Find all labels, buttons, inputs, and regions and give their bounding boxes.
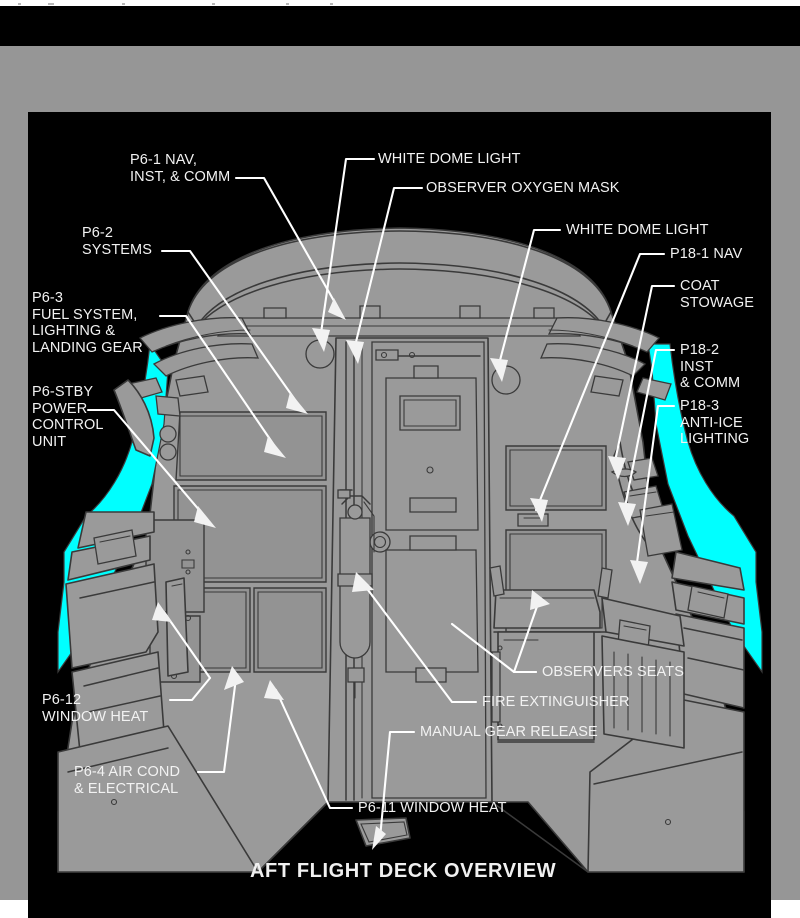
diagram-stage: .f{fill:#9a9a9a;stroke:#3a3a3a;stroke-wi… [28, 112, 771, 918]
label-white-dome-light-right: WHITE DOME LIGHT [566, 222, 709, 238]
label-p6-11-window-heat: P6-11 WINDOW HEAT [358, 800, 507, 816]
label-p18-1-nav: P18-1 NAV [670, 246, 743, 262]
label-white-dome-light-left: WHITE DOME LIGHT [378, 151, 521, 167]
label-fire-extinguisher: FIRE EXTINGUISHER [482, 694, 630, 710]
illustration-panel: .f{fill:#9a9a9a;stroke:#3a3a3a;stroke-wi… [28, 112, 771, 918]
label-observer-oxygen-mask: OBSERVER OXYGEN MASK [426, 180, 620, 196]
scan-edge-strip [0, 0, 800, 6]
label-manual-gear-release: MANUAL GEAR RELEASE [420, 724, 598, 740]
label-p6-2-systems: P6-2 SYSTEMS [82, 225, 152, 258]
label-p18-2-inst-comm: P18-2 INST & COMM [680, 342, 741, 391]
label-p18-3-anti-ice-lighting: P18-3 ANTI-ICE LIGHTING [680, 398, 750, 447]
label-observers-seats: OBSERVERS SEATS [542, 664, 684, 680]
label-p6-3-fuel-system: P6-3 FUEL SYSTEM, LIGHTING & LANDING GEA… [32, 290, 143, 356]
label-p6-12-window-heat: P6-12 WINDOW HEAT [42, 692, 149, 725]
label-p6-4-air-cond-electrical: P6-4 AIR COND & ELECTRICAL [74, 764, 181, 797]
top-black-band [0, 6, 800, 46]
outer-gray-frame: .f{fill:#9a9a9a;stroke:#3a3a3a;stroke-wi… [0, 46, 800, 918]
label-coat-stowage: COAT STOWAGE [680, 278, 755, 311]
label-p6-stby-power-control-unit: P6-STBY POWER CONTROL UNIT [32, 384, 104, 450]
aft-flight-deck-drawing: .f{fill:#9a9a9a;stroke:#3a3a3a;stroke-wi… [57, 157, 763, 873]
diagram-title: AFT FLIGHT DECK OVERVIEW [250, 860, 557, 882]
label-p6-1-nav-inst-comm: P6-1 NAV, INST, & COMM [130, 152, 231, 185]
